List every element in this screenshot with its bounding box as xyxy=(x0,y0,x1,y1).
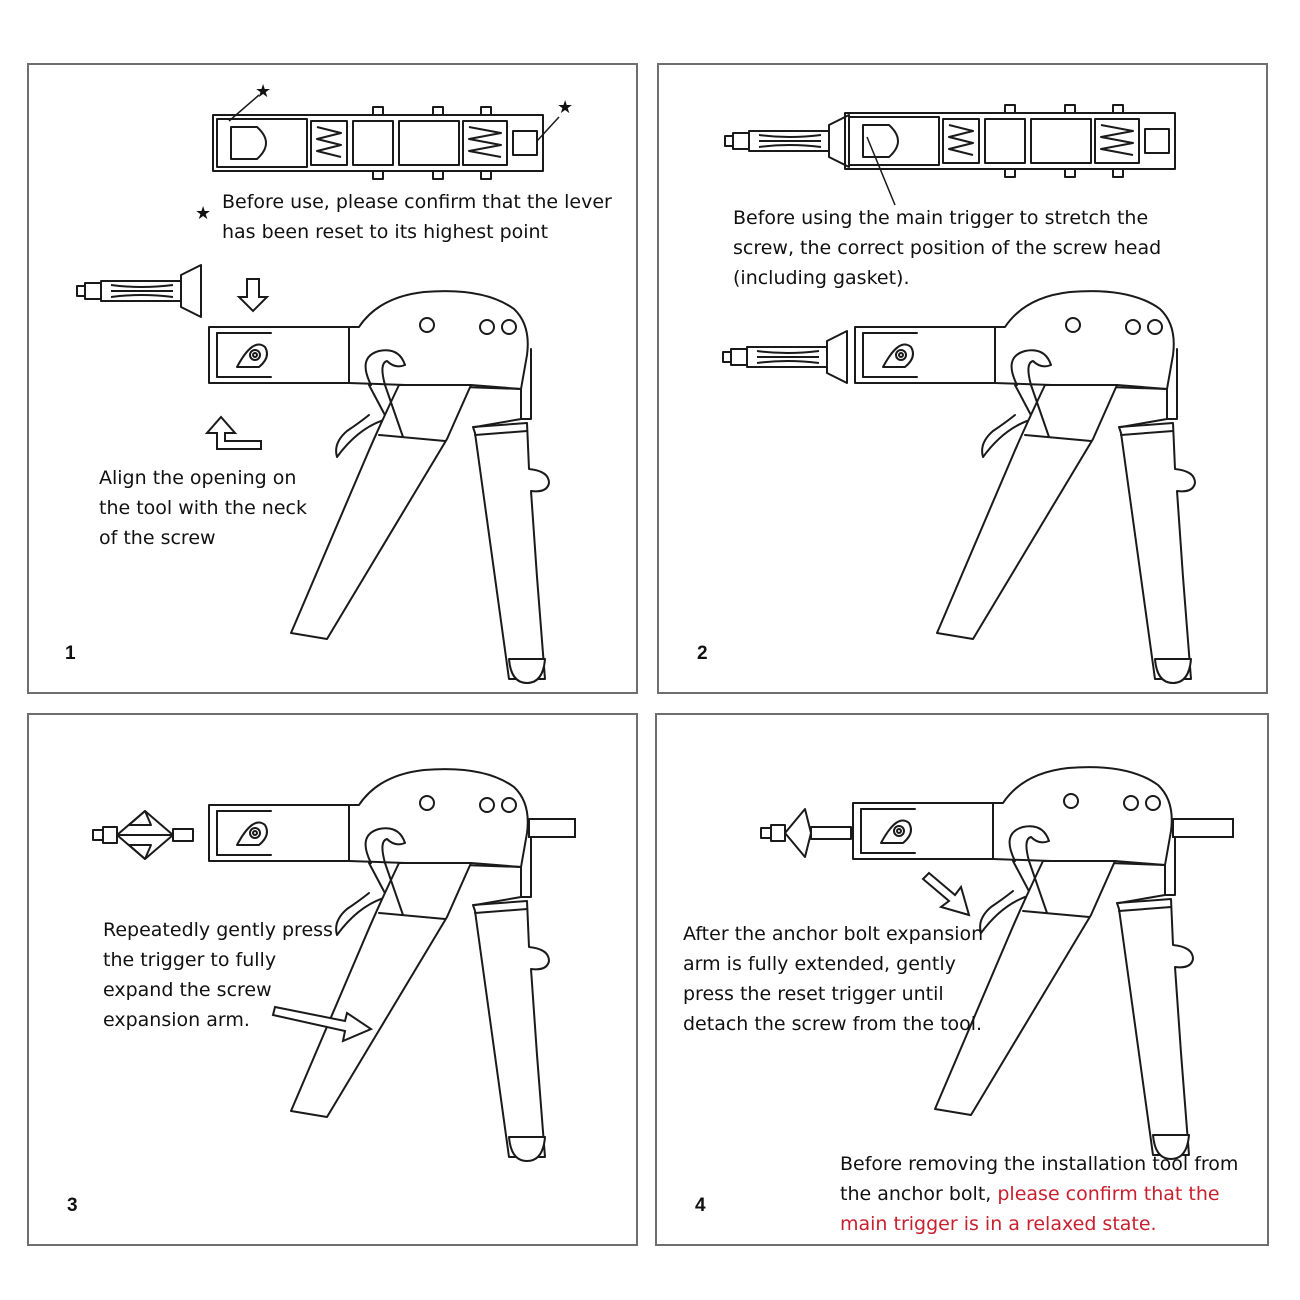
star-icon-left: ★ xyxy=(255,81,272,102)
anchor-screw xyxy=(722,330,848,384)
step-panel-3: Repeatedly gently press the trigger to f… xyxy=(27,713,638,1246)
extended-rod xyxy=(1172,818,1234,838)
step-number: 2 xyxy=(697,643,708,664)
expanded-anchor xyxy=(92,810,194,860)
down-arrow-icon xyxy=(236,278,270,313)
caption-line: the trigger to fully xyxy=(103,949,277,971)
anchor-screw-top xyxy=(724,114,850,168)
caption-line: After the anchor bolt expansion xyxy=(683,923,984,945)
rivet-tool xyxy=(854,290,1196,684)
caption-line: Before using the main trigger to stretch… xyxy=(733,207,1149,229)
caption-line: the tool with the neck xyxy=(99,497,307,519)
warning-line-2: the anchor bolt, please confirm that the xyxy=(840,1179,1238,1209)
reset-arrow-icon xyxy=(921,871,971,917)
pointer-line xyxy=(866,136,896,206)
anchor-open-removed xyxy=(760,808,852,858)
step-1-illustration xyxy=(76,94,560,684)
star-leader-left xyxy=(228,94,260,122)
warning-line-1: Before removing the installation tool fr… xyxy=(840,1153,1239,1175)
caption-line: Repeatedly gently press xyxy=(103,919,333,941)
star-icon-note: ★ xyxy=(195,203,212,224)
step-1-caption: Align the opening on the tool with the n… xyxy=(99,463,307,553)
step-4-caption: After the anchor bolt expansion arm is f… xyxy=(683,919,983,1039)
caption-line: detach the screw from the tool. xyxy=(683,1013,983,1035)
step-2-caption: Before using the main trigger to stretch… xyxy=(733,203,1161,293)
step-2-illustration xyxy=(722,104,1196,684)
reset-note-line-1: Before use, please confirm that the leve… xyxy=(222,191,612,213)
step-panel-4: After the anchor bolt expansion arm is f… xyxy=(655,713,1269,1246)
caption-line: Align the opening on xyxy=(99,467,297,489)
caption-line: screw, the correct position of the screw… xyxy=(733,237,1162,259)
star-leader-right xyxy=(536,116,560,142)
step-panel-2: Before using the main trigger to stretch… xyxy=(657,63,1268,694)
caption-line: press the reset trigger until xyxy=(683,983,944,1005)
warning-text-normal: the anchor bolt, xyxy=(840,1183,998,1205)
step-3-caption: Repeatedly gently press the trigger to f… xyxy=(103,915,333,1035)
star-icon-right: ★ xyxy=(557,97,574,118)
extended-rod xyxy=(528,818,576,838)
step-number: 1 xyxy=(65,643,76,664)
caption-line: arm is fully extended, gently xyxy=(683,953,956,975)
anchor-screw xyxy=(76,264,202,318)
press-arrow-icon xyxy=(271,1005,374,1043)
caption-line: of the screw xyxy=(99,527,216,549)
step-panel-1: ★ ★ ★ Before use, please confirm that th… xyxy=(27,63,638,694)
warning-line-3: main trigger is in a relaxed state. xyxy=(840,1213,1157,1235)
tool-top-view xyxy=(844,104,1176,178)
up-turn-arrow-icon xyxy=(204,415,262,450)
tool-top-view xyxy=(212,106,544,180)
step-number: 3 xyxy=(67,1195,78,1216)
step-4-illustration xyxy=(760,766,1234,1160)
reset-note-line-2: has been reset to its highest point xyxy=(222,221,549,243)
step-number: 4 xyxy=(695,1195,706,1216)
warning-text-red: please confirm that the xyxy=(997,1183,1220,1205)
caption-line: expand the screw xyxy=(103,979,272,1001)
removal-warning: Before removing the installation tool fr… xyxy=(840,1149,1238,1239)
caption-line: expansion arm. xyxy=(103,1009,250,1031)
caption-line: (including gasket). xyxy=(733,267,910,289)
step-3-illustration xyxy=(92,768,576,1162)
